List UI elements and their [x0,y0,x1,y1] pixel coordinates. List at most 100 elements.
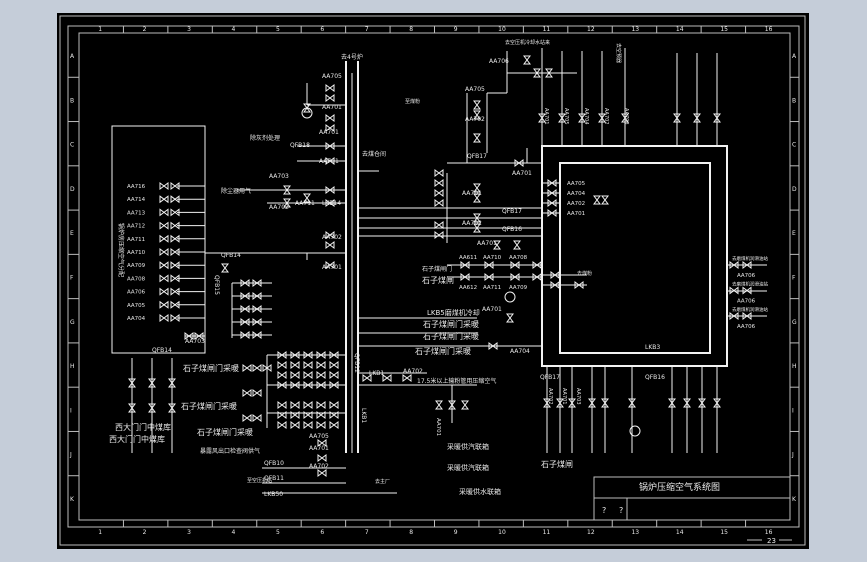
grid-col-label-bottom: 9 [454,529,458,536]
center-valve-7: AA711 [295,200,315,207]
branch-right-set [358,207,542,237]
valve-icon [713,398,721,408]
right-out-label: 去磨煤机润滑油站 [732,255,768,262]
grid-col-label-top: 5 [276,26,280,33]
coal-out-label: 去煤仓间 [362,150,386,158]
mid-valve-c: AA701 [477,240,497,247]
left-valve-label: AA711 [127,237,145,243]
valve-icon [325,199,335,207]
box-valve-label: AA702 [567,201,585,207]
valve-icon [556,398,564,408]
valve-icon [547,199,557,207]
valve-icon [303,103,311,113]
valve-icon [221,263,229,273]
left-panel-side-label: 锅炉房压缩空气分配 [117,223,125,277]
title-mark-left: ? [602,506,606,515]
gauge-icon [629,425,641,437]
valve-icon [128,403,136,413]
mid-valve-top3: AA701 [512,170,532,177]
valve-icon [601,398,609,408]
valve-icon [545,68,553,78]
valve-icon [460,261,470,269]
valve-icon [303,193,311,203]
grid-row-label-right: C [792,142,796,149]
right-box-id: LKB3 [645,344,660,351]
valve-icon [240,331,250,339]
valve-icon [159,300,169,309]
lkb14-label: LKB14 [322,200,341,207]
bottom-right-valve-label: AA703 [575,388,581,405]
grid-row-label-left: F [70,275,74,282]
lateral-manifold [231,282,272,338]
valve-icon [252,331,262,339]
shizi-label-1: 石子煤闸门采暖 [183,363,239,373]
valve-icon [317,439,327,447]
grid-col-label-top: 12 [587,26,595,33]
valve-icon [578,113,586,123]
dust-label: 除尘器用气 [221,187,251,195]
grid-row-label-right: I [792,407,794,414]
outer-frame [59,15,806,546]
right-box-outer [541,145,728,367]
right-out-label: 去磨煤机润滑油站 [732,306,768,313]
mid-valve-b: AA702 [462,220,482,227]
left-valve-label: AA713 [127,210,146,216]
qfb14-label: QFB14 [221,252,241,259]
valve-icon [252,318,262,326]
grid-col-label-top: 1 [98,26,102,33]
valve-icon [434,199,444,207]
top-left-mid-label: 至煤粉 [405,98,420,105]
left-valve-label: AA710 [127,250,146,256]
valve-icon [290,381,300,389]
valve-icon [473,193,481,203]
top-right-valve-label: AA702 [603,108,609,125]
row1-valve-label: AA708 [509,255,528,261]
right-out-label: 去磨煤机润滑油站 [732,281,768,288]
qfb10-label: QFB10 [264,460,284,467]
valve-icon [277,381,287,389]
valve-icon [159,208,169,217]
valve-icon [473,100,481,110]
valve-icon [168,403,176,413]
grid-row-label-left: G [70,319,75,326]
grid-col-label-bottom: 14 [676,529,684,536]
valve-icon [184,332,194,340]
valve-icon [242,389,252,397]
valve-icon [316,421,326,429]
valve-icon [316,351,326,359]
valve-icon [325,231,335,239]
valve-icon [303,411,313,419]
valve-icon [128,378,136,388]
valve-icon [290,371,300,379]
valve-icon [325,142,335,150]
grid-col-label-bottom: 5 [276,529,280,536]
lkb5-label-c: 石子煤闸门采暖 [423,331,479,341]
valve-icon [461,400,469,410]
mid-valve-a: AA701 [462,190,482,197]
top-right-label: 去空预器 [615,43,622,63]
grid-col-label-bottom: 3 [187,529,191,536]
grid-col-label-bottom: 13 [631,529,639,536]
row2-valve-label: AA711 [483,285,501,291]
branch-right-low [358,317,477,347]
mid-pipe-a [447,148,542,164]
valve-icon [325,241,335,249]
left-valve-label: AA709 [127,263,146,269]
valve-icon [510,261,520,269]
valve-icon [325,186,335,194]
valve-icon [742,312,752,320]
top-right-valve-label: AA705 [563,108,569,125]
bottom-mid-label-2: 采暖供汽联箱 [447,463,489,472]
valve-icon [621,113,629,123]
valve-icon [593,195,601,205]
valve-icon [547,209,557,217]
pressure-gauge [504,291,516,303]
valve-icon [252,414,262,422]
valve-icon [513,240,521,250]
valve-icon [159,195,169,204]
lkb5-label-d: 石子煤闸门采暖 [415,346,471,356]
valve-icon [484,273,494,281]
supply-label: 至空压机站 [247,477,272,484]
valve-icon [325,84,335,92]
